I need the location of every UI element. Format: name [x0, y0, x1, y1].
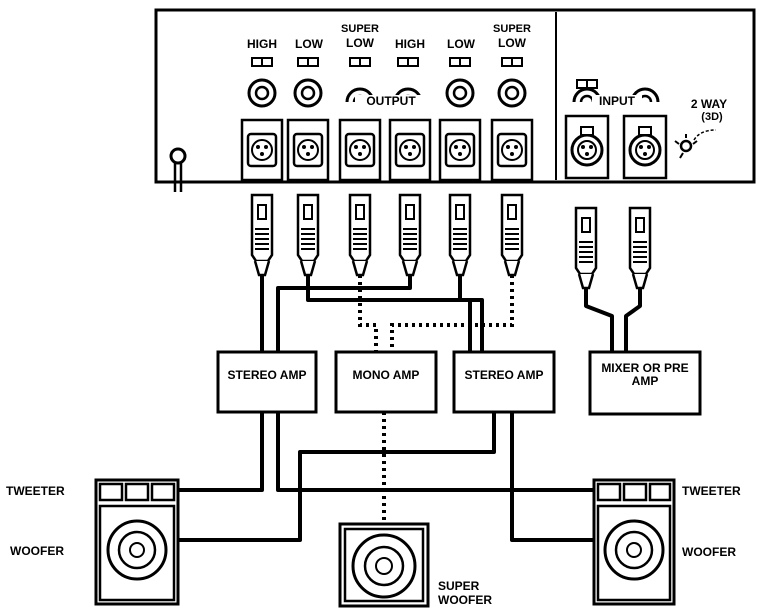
- mono-amp-label: MONO AMP: [352, 368, 420, 382]
- label-super-2-bottom: LOW: [498, 36, 526, 50]
- plug-high-2: [398, 193, 422, 277]
- super-woofer-label-top: SUPER: [438, 579, 480, 593]
- label-super-1-bottom: LOW: [346, 36, 374, 50]
- dotted-cables: [358, 275, 514, 524]
- output-jack-low-2: [445, 78, 475, 108]
- mono-amp-box: [334, 350, 438, 414]
- plug-super-low-2: [500, 193, 524, 277]
- output-jack-high-1: [247, 78, 277, 108]
- label-high-2: HIGH: [395, 37, 425, 51]
- label-super-2-top: SUPER: [493, 23, 531, 35]
- right-tweeter-label: TWEETER: [682, 484, 741, 498]
- right-speaker: [592, 478, 676, 606]
- label-super-1-top: SUPER: [341, 23, 379, 35]
- output-xlr-high-1: [240, 118, 284, 182]
- left-speaker: [94, 478, 180, 606]
- two-way-label-line1: 2 WAY: [690, 97, 728, 111]
- label-high-1: HIGH: [247, 37, 277, 51]
- left-tweeter-label: TWEETER: [6, 484, 65, 498]
- stereo-amp-right-box: [452, 350, 556, 414]
- input-xlr-1: [564, 114, 610, 180]
- two-way-indicator-icon: [674, 129, 717, 159]
- label-low-2: LOW: [447, 37, 475, 51]
- stereo-amp-right-label: STEREO AMP: [464, 368, 544, 382]
- plug-high-1: [250, 193, 274, 277]
- switch-high-1: [251, 57, 273, 67]
- super-woofer-label-bottom: WOOFER: [438, 593, 492, 607]
- output-xlr-super-low-1: [338, 118, 382, 182]
- switch-high-2: [397, 57, 419, 67]
- switch-super-low-2: [501, 57, 523, 67]
- speaker-cables: [176, 412, 594, 542]
- plug-low-2: [448, 193, 472, 277]
- input-switch-1: [576, 79, 598, 89]
- output-xlr-high-2: [388, 118, 432, 182]
- output-jack-low-1: [293, 78, 323, 108]
- plug-input-1: [574, 206, 598, 290]
- switch-super-low-1: [349, 57, 371, 67]
- stereo-amp-left-label: STEREO AMP: [227, 368, 307, 382]
- output-xlr-low-1: [286, 118, 330, 182]
- mixer-box: [588, 350, 702, 416]
- plug-super-low-1: [348, 193, 372, 277]
- stereo-amp-left-box: [216, 350, 318, 414]
- left-woofer-label: WOOFER: [10, 544, 64, 558]
- power-cord-grommet: [169, 147, 187, 165]
- input-xlr-2: [622, 114, 668, 180]
- plug-low-1: [296, 193, 320, 277]
- super-woofer: [338, 522, 430, 608]
- output-xlr-low-2: [438, 118, 482, 182]
- two-way-label-line2: (3D): [701, 111, 723, 123]
- output-xlr-super-low-2: [490, 118, 534, 182]
- output-jack-super-low-2: [497, 78, 527, 108]
- right-woofer-label: WOOFER: [682, 545, 736, 559]
- switch-low-1: [297, 57, 319, 67]
- output-label: OUTPUT: [355, 95, 427, 107]
- label-low-1: LOW: [295, 37, 323, 51]
- mixer-label: MIXER OR PRE AMP: [601, 361, 689, 388]
- switch-low-2: [449, 57, 471, 67]
- plug-input-2: [628, 206, 652, 290]
- input-label: INPUT: [592, 95, 642, 107]
